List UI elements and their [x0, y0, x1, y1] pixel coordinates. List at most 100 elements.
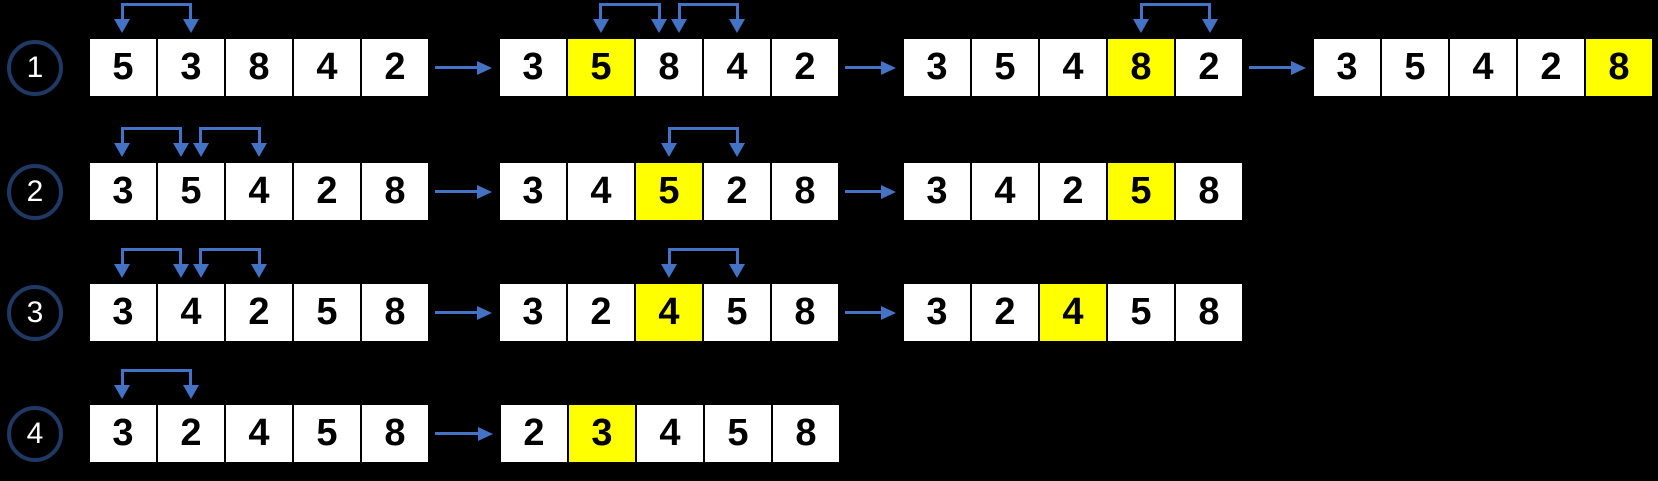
- array-cell-highlighted: 3: [567, 403, 637, 464]
- cell-value: 3: [522, 170, 544, 212]
- cell-value: 5: [1130, 170, 1152, 212]
- cell-value: 8: [1130, 46, 1152, 88]
- down-arrow-icon: [172, 264, 189, 278]
- swap-bracket-right: [735, 127, 739, 144]
- swap-bracket-top: [667, 248, 739, 251]
- cell-value: 4: [1062, 46, 1084, 88]
- array-cell: 2: [156, 403, 226, 464]
- cell-value: 3: [591, 412, 613, 454]
- array-cell: 2: [702, 161, 772, 222]
- cell-value: 3: [522, 291, 544, 333]
- swap-bracket-top: [1139, 3, 1212, 6]
- array-cell: 5: [156, 161, 226, 222]
- array-cell: 8: [360, 403, 430, 464]
- cell-value: 3: [522, 46, 544, 88]
- right-arrow-icon: [477, 305, 492, 320]
- down-arrow-icon: [182, 19, 199, 33]
- cell-value: 2: [316, 170, 338, 212]
- array-cell: 3: [498, 282, 568, 343]
- cell-value: 8: [658, 46, 680, 88]
- cell-value: 3: [926, 46, 948, 88]
- swap-bracket-left: [120, 3, 124, 20]
- down-arrow-icon: [729, 19, 746, 33]
- array-cell: 3: [902, 282, 972, 343]
- cell-value: 8: [1198, 291, 1220, 333]
- next-state-arrow-line: [1249, 66, 1294, 69]
- cell-value: 2: [180, 412, 202, 454]
- array-cell-highlighted: 8: [1106, 37, 1176, 98]
- array-cell: 4: [1038, 37, 1108, 98]
- right-arrow-icon: [881, 184, 896, 199]
- cell-value: 4: [590, 170, 612, 212]
- array-cell-highlighted: 8: [1584, 37, 1654, 98]
- array-cell: 5: [88, 37, 158, 98]
- cell-value: 5: [726, 291, 748, 333]
- array-cell: 4: [292, 37, 362, 98]
- array-cell: 8: [634, 37, 704, 98]
- right-arrow-icon: [881, 305, 896, 320]
- swap-bracket-left: [599, 3, 603, 20]
- array-cell: 8: [771, 403, 841, 464]
- swap-bracket-top: [199, 248, 261, 251]
- swap-bracket-top: [677, 3, 739, 6]
- array-cell: 2: [566, 282, 636, 343]
- array-cell: 8: [770, 161, 840, 222]
- cell-value: 5: [1404, 46, 1426, 88]
- cell-value: 3: [1336, 46, 1358, 88]
- array-cell: 2: [292, 161, 362, 222]
- down-arrow-icon: [661, 264, 677, 278]
- array-cell: 3: [1312, 37, 1382, 98]
- right-arrow-icon: [477, 184, 492, 199]
- array-cell-highlighted: 4: [634, 282, 704, 343]
- swap-bracket-top: [120, 3, 193, 6]
- swap-bracket-top: [667, 127, 739, 130]
- down-arrow-icon: [114, 264, 131, 278]
- array-cell: 8: [770, 282, 840, 343]
- swap-bracket-right: [257, 127, 261, 144]
- array-cell: 3: [498, 161, 568, 222]
- next-state-arrow-line: [435, 432, 481, 435]
- step-badge: 3: [7, 284, 63, 341]
- array-cell: 4: [970, 161, 1040, 222]
- down-arrow-icon: [114, 143, 131, 157]
- step-badge: 4: [7, 405, 63, 462]
- array-cell: 8: [360, 282, 430, 343]
- array-cell-highlighted: 5: [1106, 161, 1176, 222]
- array-cell: 3: [156, 37, 226, 98]
- array-cell: 4: [635, 403, 705, 464]
- array-cell-highlighted: 5: [634, 161, 704, 222]
- step-badge: 2: [7, 163, 63, 220]
- cell-value: 3: [112, 170, 134, 212]
- step-badge: 1: [7, 39, 63, 96]
- swap-bracket-right: [735, 248, 739, 265]
- down-arrow-icon: [192, 143, 209, 157]
- cell-value: 2: [794, 46, 816, 88]
- cell-value: 4: [658, 291, 680, 333]
- array-cell: 5: [1380, 37, 1450, 98]
- swap-bracket-right: [179, 127, 183, 144]
- swap-bracket-right: [189, 3, 193, 20]
- array-cell: 8: [360, 161, 430, 222]
- cell-value: 4: [994, 170, 1016, 212]
- swap-bracket-right: [657, 3, 661, 20]
- array-cell: 8: [1174, 161, 1244, 222]
- array-cell: 5: [970, 37, 1040, 98]
- swap-bracket-left: [199, 127, 203, 144]
- cell-value: 2: [523, 412, 545, 454]
- swap-bracket-top: [120, 127, 183, 130]
- cell-value: 8: [248, 46, 270, 88]
- array-cell: 5: [292, 403, 362, 464]
- array-cell: 2: [1038, 161, 1108, 222]
- array-cell: 3: [902, 161, 972, 222]
- swap-bracket-top: [120, 369, 193, 372]
- array-cell: 2: [970, 282, 1040, 343]
